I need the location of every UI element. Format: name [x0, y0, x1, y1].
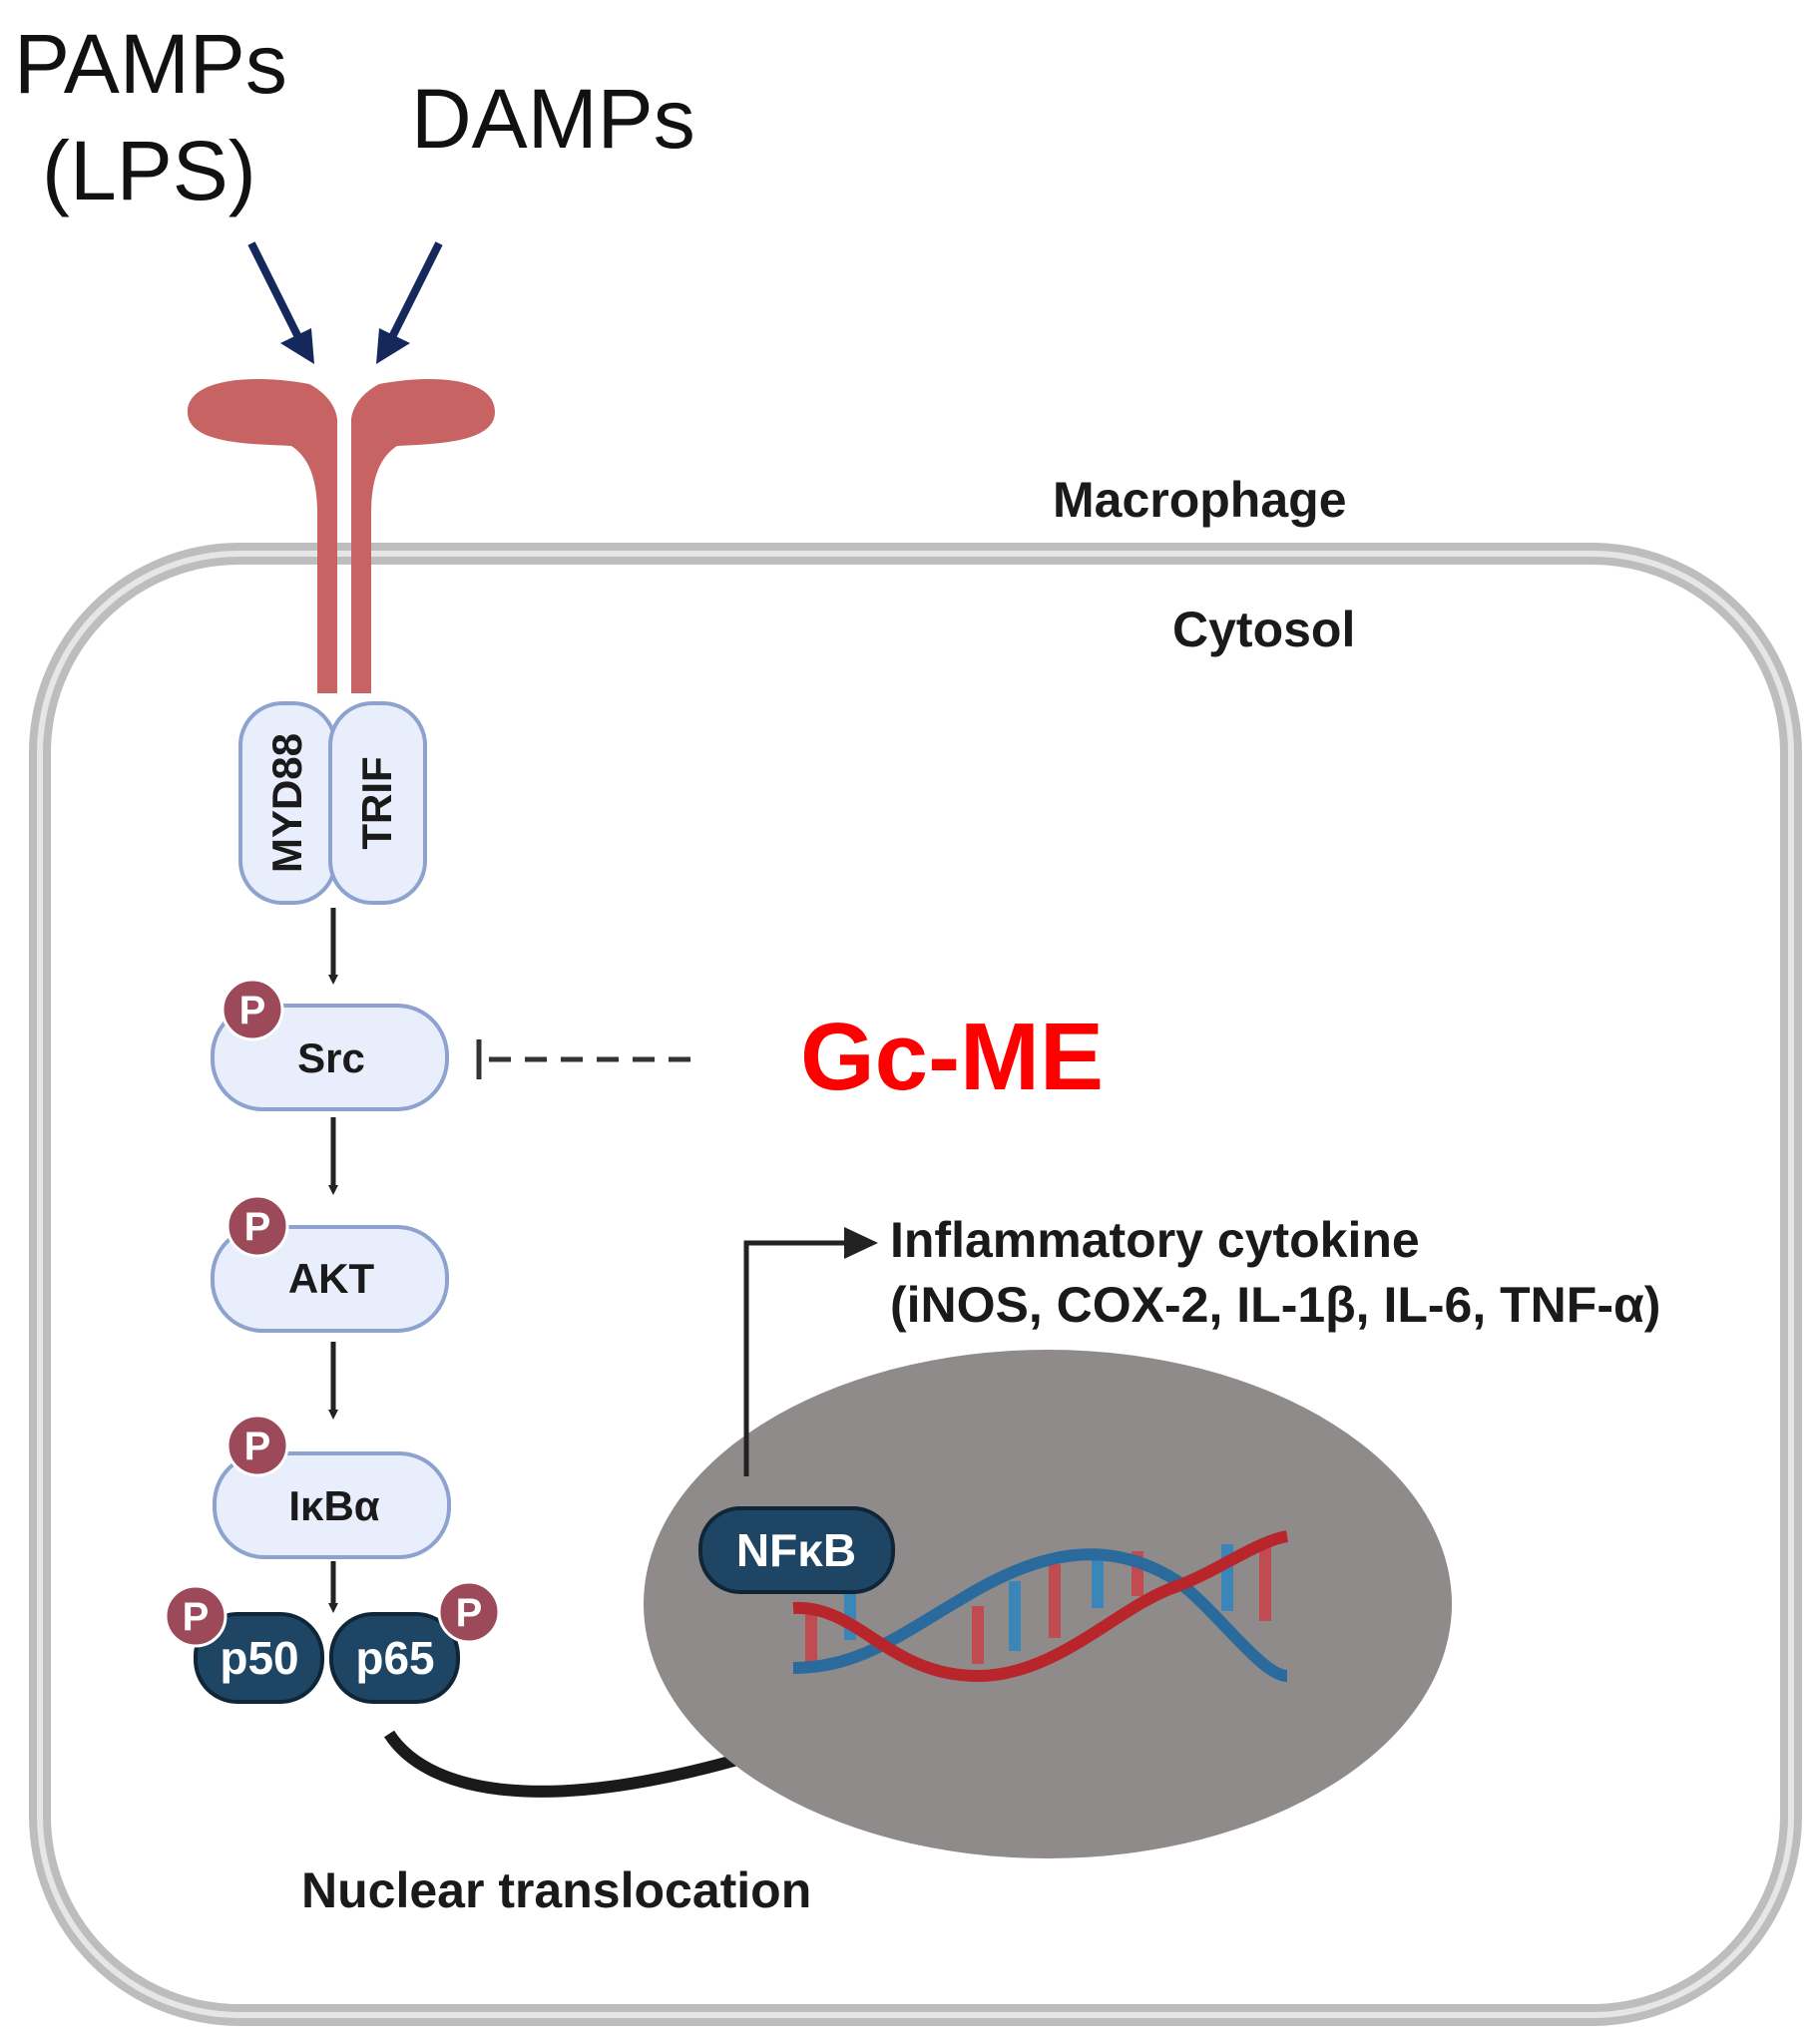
inflammatory-cytokine-label: Inflammatory cytokine	[890, 1212, 1420, 1268]
ikba-protein: IκBα P	[213, 1414, 451, 1559]
phospho-label: P	[244, 1425, 271, 1468]
gc-me-label: Gc-ME	[800, 1004, 1104, 1110]
phospho-icon	[221, 978, 284, 1041]
macrophage-label: Macrophage	[1053, 472, 1347, 528]
trif-adaptor: TRIF	[328, 701, 427, 905]
p65-label: p65	[355, 1632, 434, 1684]
nuclear-translocation-label: Nuclear translocation	[301, 1862, 811, 1918]
phospho-label: P	[244, 1205, 271, 1249]
arrowhead-icon	[844, 1227, 878, 1259]
phospho-icon	[164, 1584, 228, 1648]
ikba-label: IκBα	[288, 1482, 379, 1529]
p65-subunit: p65 P	[329, 1580, 501, 1704]
src-label: Src	[297, 1034, 365, 1081]
myd88-adaptor: MYD88	[238, 701, 337, 905]
src-protein: Src P	[211, 978, 449, 1111]
ligand-arrows	[247, 241, 443, 364]
phospho-icon	[226, 1194, 289, 1258]
arrowhead-icon	[376, 328, 410, 364]
damps-label: DAMPs	[411, 72, 695, 166]
phospho-label: P	[456, 1591, 483, 1635]
tlr-receptor	[188, 379, 495, 693]
phospho-label: P	[183, 1595, 210, 1639]
cytosol-label: Cytosol	[1172, 602, 1355, 657]
p50-label: p50	[220, 1632, 298, 1684]
transcription-arrow	[743, 1227, 878, 1476]
akt-label: AKT	[288, 1255, 375, 1302]
dna-helix	[792, 1530, 1289, 1683]
trif-label: TRIF	[353, 756, 400, 849]
myd88-label: MYD88	[263, 733, 310, 873]
nucleus	[644, 1350, 1452, 1858]
cytokine-list-label: (iNOS, COX-2, IL-1β, IL-6, TNF-α)	[890, 1277, 1660, 1333]
inhibition-link	[476, 1039, 698, 1079]
phospho-icon	[437, 1580, 501, 1644]
phospho-icon	[226, 1414, 289, 1477]
arrowhead-icon	[280, 328, 314, 364]
p50-subunit: p50 P	[164, 1584, 324, 1704]
akt-protein: AKT P	[211, 1194, 449, 1333]
pamps-label: PAMPs	[14, 17, 287, 111]
nfkb-label: NFκB	[736, 1524, 856, 1576]
nfkb-complex: NFκB	[698, 1506, 895, 1594]
pamps-lps-label: (LPS)	[42, 124, 256, 217]
phospho-label: P	[239, 989, 266, 1032]
